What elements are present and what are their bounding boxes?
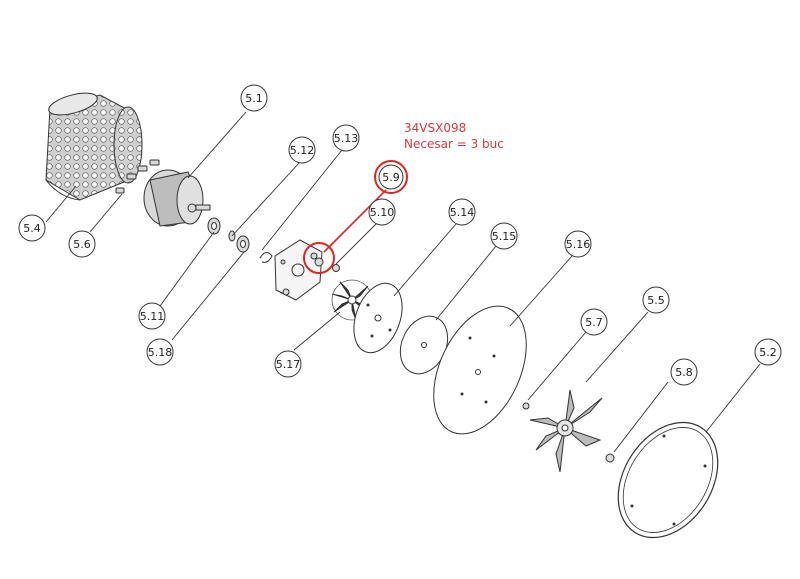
callout-5-9: 5.9	[378, 164, 404, 190]
part-perforated-basket	[45, 92, 143, 201]
callout-label: 5.2	[759, 346, 777, 359]
callout-5-8: 5.8	[670, 358, 698, 386]
callout-label: 5.5	[647, 294, 665, 307]
callout-5-6: 5.6	[68, 230, 96, 258]
callout-5-2: 5.2	[754, 338, 782, 366]
part-motor-plate	[274, 239, 323, 301]
callout-label: 5.7	[585, 316, 603, 329]
callout-label: 5.10	[370, 206, 395, 219]
callout-label: 5.4	[23, 222, 41, 235]
callout-5-10: 5.10	[368, 198, 396, 226]
part-nut-5-8	[605, 453, 615, 463]
callout-5-18: 5.18	[146, 338, 174, 366]
part-motor	[143, 169, 211, 227]
part-nut-5-9	[314, 257, 324, 267]
callout-5-7: 5.7	[580, 308, 608, 336]
callout-5-16: 5.16	[564, 230, 592, 258]
callout-5-4: 5.4	[18, 214, 46, 242]
part-gasket-ring	[617, 421, 719, 539]
callout-label: 5.6	[73, 238, 91, 251]
callout-5-12: 5.12	[288, 136, 316, 164]
part-disc-5-14	[353, 282, 403, 354]
leader-lines	[45, 111, 761, 453]
part-circlip	[259, 252, 273, 263]
callout-label: 5.17	[276, 358, 301, 371]
callout-5-11: 5.11	[138, 302, 166, 330]
part-screws	[115, 159, 160, 194]
part-nut-5-7	[522, 402, 530, 410]
part-note: 34VSX098 Necesar = 3 buc	[404, 121, 504, 151]
part-quantity: Necesar = 3 buc	[404, 137, 504, 151]
callout-label: 5.18	[148, 346, 173, 359]
callout-5-5: 5.5	[642, 286, 670, 314]
part-nut-5-10	[332, 264, 340, 272]
part-bearings	[207, 217, 250, 253]
callout-label: 5.1	[245, 92, 263, 105]
part-code: 34VSX098	[404, 121, 466, 135]
callout-5-15: 5.15	[490, 222, 518, 250]
callout-label: 5.14	[450, 206, 475, 219]
callout-5-17: 5.17	[274, 350, 302, 378]
part-fan-blade	[529, 389, 603, 473]
callout-label: 5.16	[566, 238, 591, 251]
callout-label: 5.12	[290, 144, 315, 157]
callout-label: 5.15	[492, 230, 517, 243]
callout-5-13: 5.13	[332, 124, 360, 152]
callout-label: 5.8	[675, 366, 693, 379]
callout-label: 5.13	[334, 132, 359, 145]
callout-label: 5.11	[140, 310, 165, 323]
part-large-plate	[433, 305, 527, 435]
callout-5-14: 5.14	[448, 198, 476, 226]
callout-label: 5.9	[382, 171, 400, 184]
callout-5-1: 5.1	[240, 84, 268, 112]
